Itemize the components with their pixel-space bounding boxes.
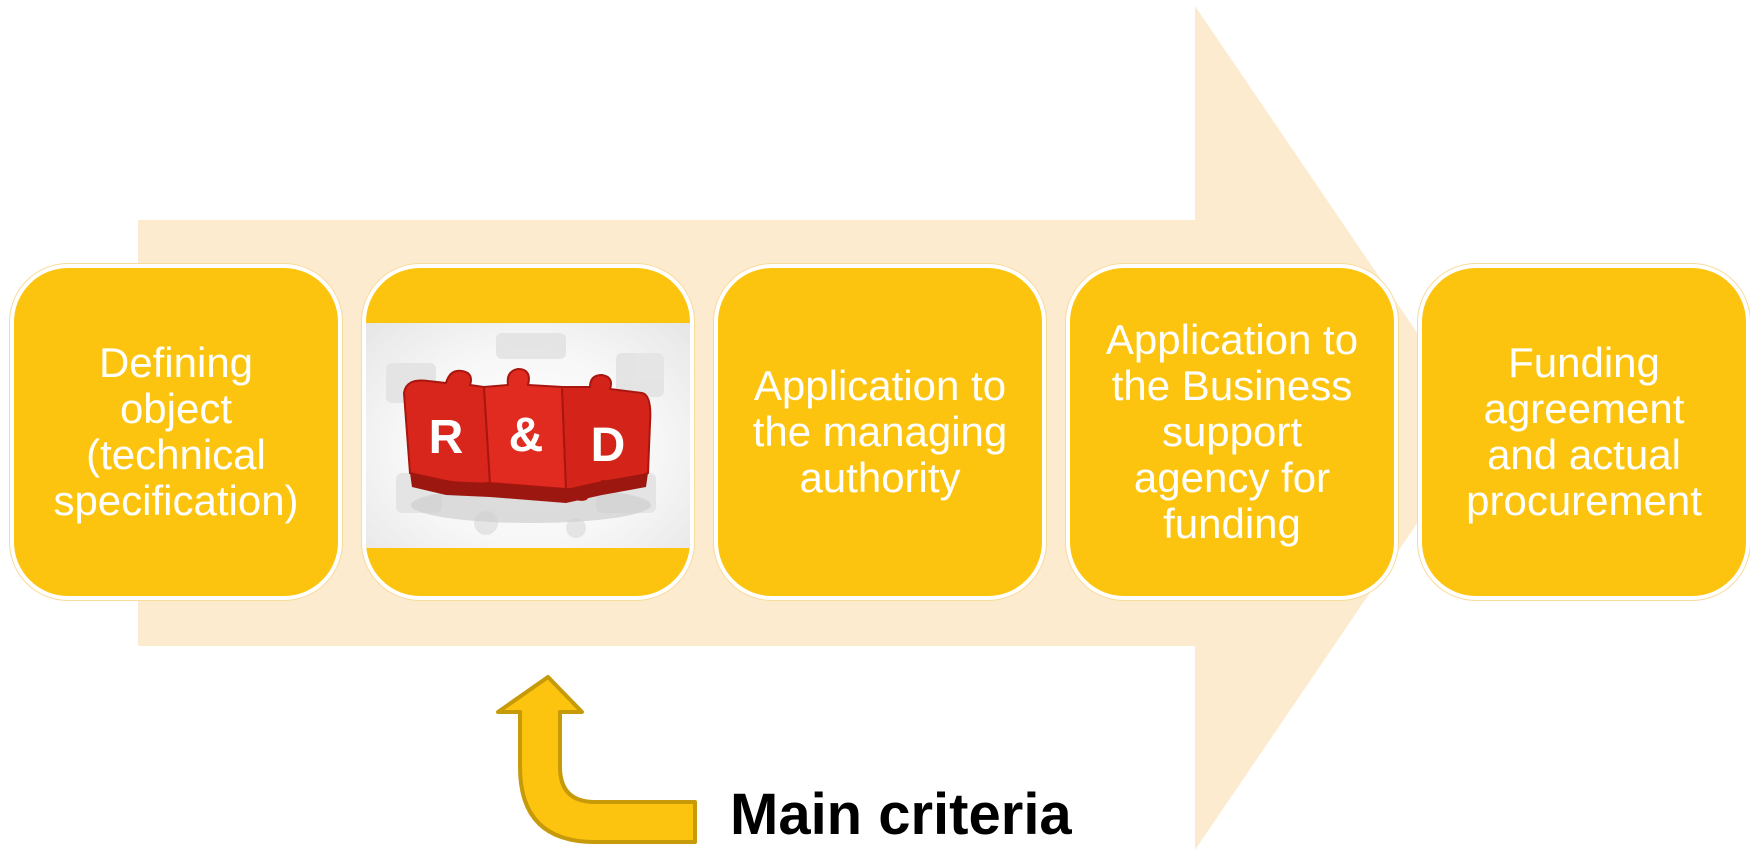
callout-arrow <box>496 675 697 844</box>
step-label: Defining object (technical specification… <box>53 339 299 524</box>
rd-puzzle-image: R & D <box>366 323 690 548</box>
step-label: Application to the Business support agen… <box>1105 316 1359 547</box>
step-box-funding-agreement: Funding agreement and actual procurement <box>1418 264 1750 600</box>
step-box-defining-object: Defining object (technical specification… <box>10 264 342 600</box>
rd-puzzle-graphic: R & D <box>386 333 664 538</box>
puzzle-pieces <box>402 367 652 503</box>
step-box-managing-authority: Application to the managing authority <box>714 264 1046 600</box>
step-label: Funding agreement and actual procurement <box>1466 339 1702 524</box>
callout-arrow-shape <box>496 675 697 844</box>
step-box-business-support-agency: Application to the Business support agen… <box>1066 264 1398 600</box>
step-label: Application to the managing authority <box>752 362 1008 501</box>
step-box-rd: R & D <box>362 264 694 600</box>
rd-letter-ampersand: & <box>509 409 544 462</box>
rd-letter-d: D <box>591 419 626 472</box>
rd-letter-r: R <box>429 411 464 464</box>
main-criteria-label: Main criteria <box>730 782 1072 847</box>
